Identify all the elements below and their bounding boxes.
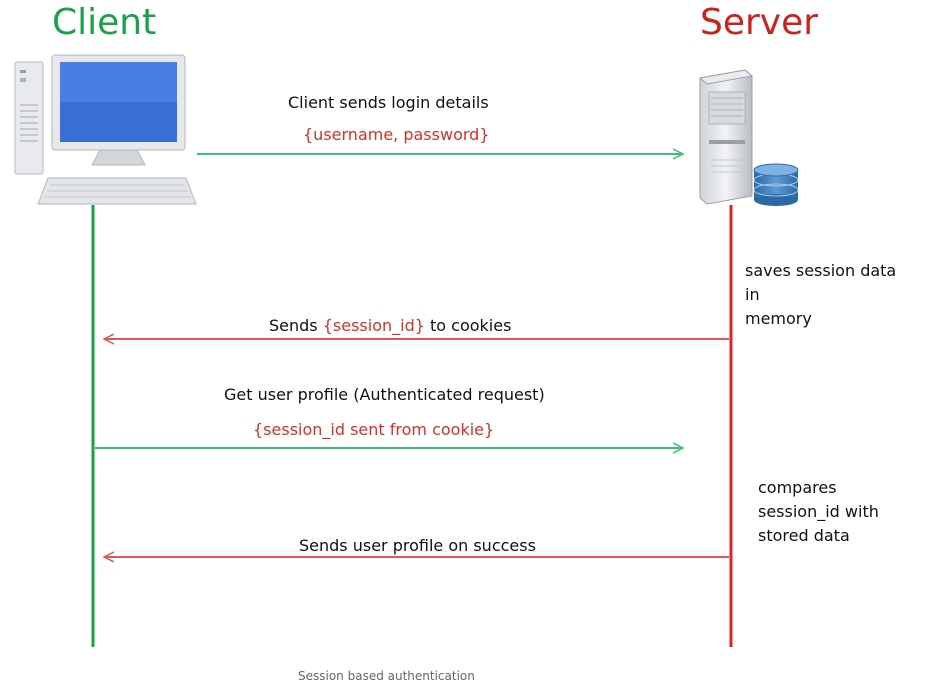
label-prefix: Sends	[269, 316, 323, 335]
profile-response-label: Sends user profile on success	[299, 536, 536, 555]
server-icon	[698, 69, 754, 205]
label-suffix: to cookies	[424, 316, 512, 335]
session-id-highlight: {session_id}	[322, 316, 425, 335]
profile-request-label: Get user profile (Authenticated request)	[224, 385, 545, 404]
computer-icon	[14, 54, 197, 205]
login-request-label: Client sends login details	[288, 93, 489, 112]
server-title: Server	[700, 2, 819, 43]
cookie-payload-label: {session_id sent from cookie}	[253, 420, 495, 439]
compare-session-note: compares session_id with stored data	[758, 478, 879, 545]
figure-caption: Session based authentication	[298, 669, 475, 683]
database-icon	[753, 163, 799, 206]
session-id-response-label: Sends {session_id} to cookies	[269, 316, 511, 335]
save-session-note: saves session data in memory	[745, 261, 897, 328]
login-payload-label: {username, password}	[303, 125, 490, 144]
client-title: Client	[52, 2, 157, 43]
